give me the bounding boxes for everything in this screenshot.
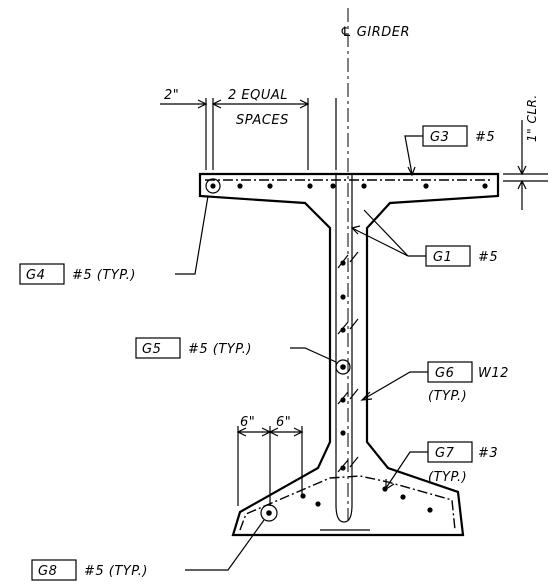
- bottom-spacing-dim-2: 6": [276, 415, 291, 430]
- top-dimensions: 2" 2 EQUAL SPACES: [160, 88, 337, 170]
- equal-spaces-dim-line1: 2 EQUAL: [228, 88, 288, 103]
- callout-g4: G4 #5 (TYP.): [19, 195, 209, 285]
- clear-cover-dim: 1" CLR.: [525, 94, 539, 142]
- bottom-dimensions: 6" 6": [236, 415, 304, 506]
- callout-g7-mark: G7: [435, 446, 455, 461]
- girder-outline: [198, 172, 500, 537]
- edge-offset-dim: 2": [164, 88, 179, 103]
- web-bars: [335, 251, 359, 473]
- callout-g1-spec: #5: [478, 250, 498, 265]
- callout-g8: G8 #5 (TYP.): [31, 519, 265, 581]
- callout-g3-mark: G3: [430, 130, 449, 145]
- callout-g8-spec: #5 (TYP.): [84, 564, 148, 579]
- callout-g6: G6 W12 (TYP.): [360, 361, 509, 404]
- callout-g5-mark: G5: [142, 342, 161, 357]
- callout-g4-mark: G4: [26, 268, 45, 283]
- callout-g8-mark: G8: [38, 564, 57, 579]
- callout-g3: G3 #5: [404, 125, 495, 177]
- callout-g7: G7 #3 (TYP.): [385, 441, 498, 491]
- callout-g7-spec: #3: [478, 446, 498, 461]
- callout-g7-note: (TYP.): [428, 470, 467, 485]
- bottom-flange-bars: [260, 486, 433, 531]
- callout-g5: G5 #5 (TYP.): [135, 337, 337, 363]
- callout-g5-spec: #5 (TYP.): [188, 342, 252, 357]
- callout-g4-spec: #5 (TYP.): [72, 268, 136, 283]
- web-stirrup: [335, 174, 353, 523]
- callout-g6-mark: G6: [435, 366, 454, 381]
- bottom-spacing-dim-1: 6": [240, 415, 255, 430]
- equal-spaces-dim-line2: SPACES: [236, 113, 289, 128]
- callout-g1-mark: G1: [433, 250, 452, 265]
- callout-g6-spec: W12: [478, 366, 509, 381]
- callout-g6-note: (TYP.): [428, 389, 467, 404]
- callout-g3-spec: #5: [475, 130, 495, 145]
- centerline-label: ℄ GIRDER: [340, 25, 410, 40]
- centerline: ℄ GIRDER: [340, 8, 410, 520]
- clear-cover-dimension: 1" CLR.: [503, 94, 548, 210]
- callout-g1: G1 #5: [350, 209, 498, 267]
- top-flange-bars: [205, 178, 488, 194]
